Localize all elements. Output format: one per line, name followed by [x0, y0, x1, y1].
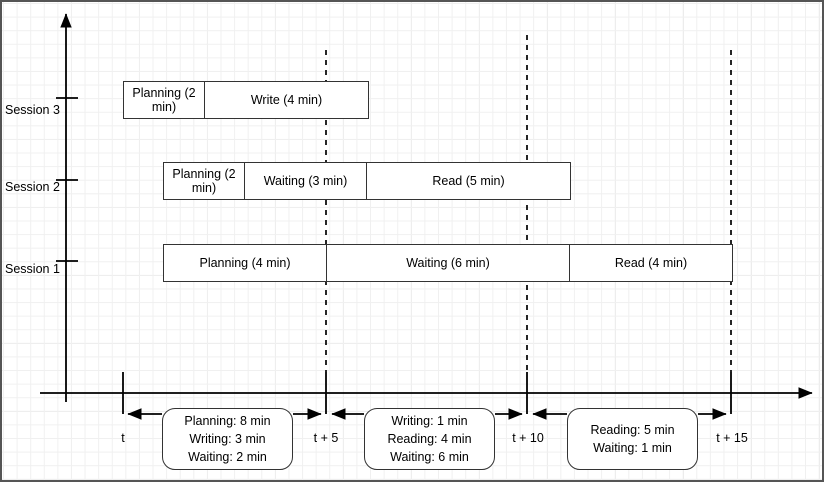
segment-session1-read: Read (4 min) — [570, 245, 732, 281]
session-bar-session-2: Planning (2 min) Waiting (3 min) Read (5… — [163, 162, 571, 200]
axis-label-t-plus-10: t + 10 — [512, 431, 544, 445]
summary-line: Reading: 4 min — [387, 431, 472, 446]
axis-label-t-plus-15: t + 15 — [716, 431, 748, 445]
segment-session1-planning: Planning (4 min) — [164, 245, 327, 281]
axis-label-session-3: Session 3 — [5, 103, 60, 117]
summary-box-t10-to-t15: Reading: 5 min Waiting: 1 min — [567, 408, 698, 470]
summary-line: Writing: 3 min — [189, 431, 266, 446]
segment-session2-planning: Planning (2 min) — [164, 163, 245, 199]
summary-line: Waiting: 1 min — [593, 441, 672, 455]
session-bar-session-1: Planning (4 min) Waiting (6 min) Read (4… — [163, 244, 733, 282]
axis-label-t: t — [121, 431, 125, 445]
summary-line: Waiting: 2 min — [188, 450, 267, 465]
segment-session3-planning: Planning (2 min) — [124, 82, 205, 118]
summary-box-t-to-t5: Planning: 8 min Writing: 3 min Waiting: … — [162, 408, 293, 470]
axis-label-t-plus-5: t + 5 — [313, 431, 339, 445]
summary-box-t5-to-t10: Writing: 1 min Reading: 4 min Waiting: 6… — [364, 408, 495, 470]
axis-label-session-1: Session 1 — [5, 262, 60, 276]
summary-line: Writing: 1 min — [391, 413, 468, 428]
segment-session1-waiting: Waiting (6 min) — [327, 245, 570, 281]
segment-session2-waiting: Waiting (3 min) — [245, 163, 367, 199]
axis-label-session-2: Session 2 — [5, 180, 60, 194]
sessions-axis — [56, 13, 78, 402]
summary-line: Reading: 5 min — [590, 422, 675, 437]
segment-session3-write: Write (4 min) — [205, 82, 368, 118]
summary-line: Waiting: 6 min — [390, 450, 469, 465]
session-bar-session-3: Planning (2 min) Write (4 min) — [123, 81, 369, 119]
segment-session2-read: Read (5 min) — [367, 163, 570, 199]
summary-line: Planning: 8 min — [184, 413, 271, 428]
time-guidelines — [325, 35, 732, 372]
